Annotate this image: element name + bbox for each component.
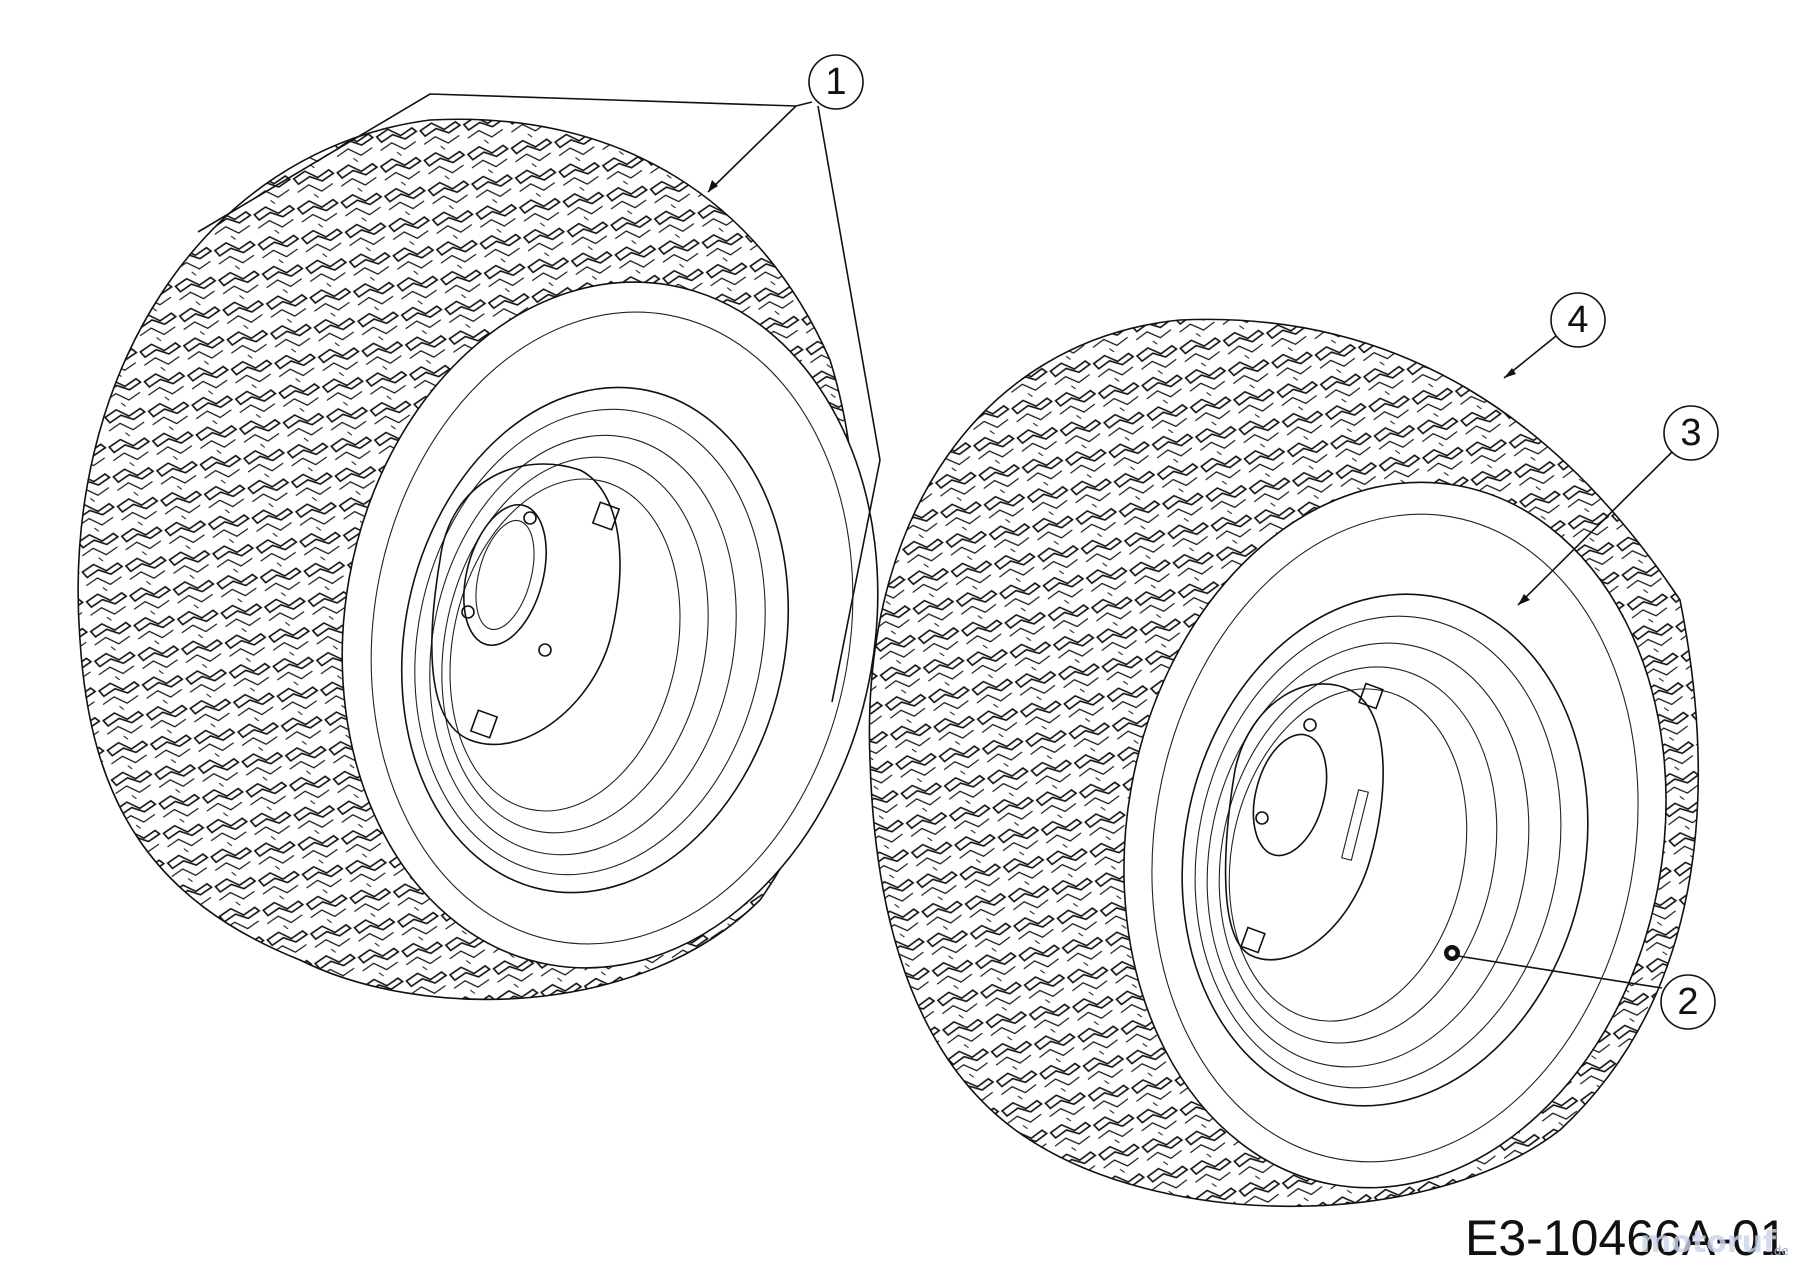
callout-3[interactable]: 3 bbox=[1517, 405, 1719, 606]
callout-2[interactable]: 2 bbox=[1457, 955, 1716, 1030]
left-rim bbox=[400, 386, 790, 894]
callout-4-label: 4 bbox=[1567, 299, 1588, 341]
watermark-logo: motoruf bbox=[1640, 1225, 1777, 1260]
right-hub bbox=[1224, 682, 1384, 961]
right-sidewall bbox=[1123, 481, 1667, 1189]
right-rim bbox=[1181, 593, 1589, 1107]
callout-1-label: 1 bbox=[825, 61, 846, 103]
left-wheel bbox=[77, 118, 879, 1001]
left-hub bbox=[431, 463, 621, 746]
left-sidewall bbox=[341, 281, 879, 969]
callout-4[interactable]: 4 bbox=[1503, 292, 1606, 379]
watermark-tld: .de bbox=[1770, 1244, 1789, 1258]
callout-3-label: 3 bbox=[1680, 412, 1701, 454]
valve-stem bbox=[1444, 945, 1460, 961]
drawing-code: E3-10466A-01 bbox=[1465, 1210, 1787, 1266]
callout-1[interactable]: 1 bbox=[197, 54, 881, 703]
callout-2-label: 2 bbox=[1677, 981, 1698, 1023]
right-wheel bbox=[868, 318, 1699, 1208]
